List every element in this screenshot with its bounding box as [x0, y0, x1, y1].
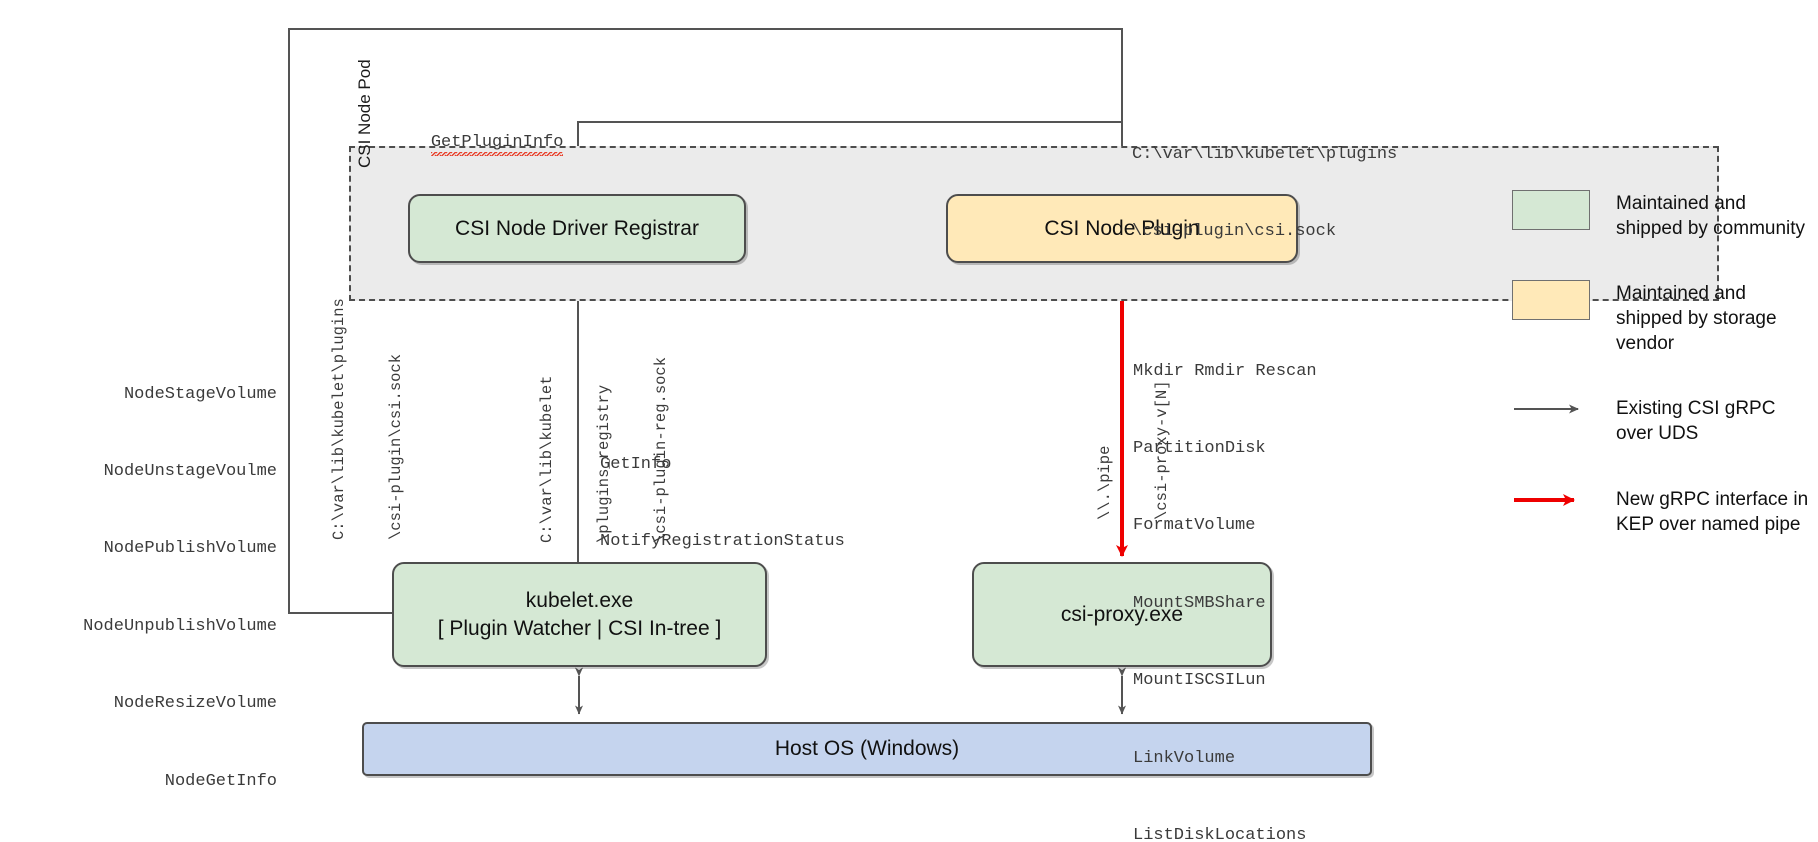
csi-node-driver-registrar-box[interactable]: CSI Node Driver Registrar	[408, 194, 746, 263]
legend: Maintained and shipped by community Main…	[1512, 190, 1812, 576]
get-plugin-info-label: GetPluginInfo	[390, 114, 564, 171]
rpc-item: NodeUnstageVoulme	[103, 461, 277, 481]
csi-sock-path-vertical: C:\var\lib\kubelet\plugins \csi-plugin\c…	[292, 298, 444, 540]
rpc-item: NodeResizeVolume	[113, 694, 277, 714]
registry-sock-path-vertical-line1: C:\var\lib\kubelet	[538, 375, 556, 543]
csi-sock-path-vertical-line2: \csi-plugin\csi.sock	[387, 353, 405, 540]
legend-swatch-vendor-icon	[1512, 280, 1590, 321]
legend-label-existing-grpc: Existing CSI gRPC over UDS	[1616, 398, 1776, 445]
registration-rpc-list: GetInfo NotifyRegistrationStatus	[600, 400, 845, 606]
csi-socket-path-top-line2: \csi-plugin\csi.sock	[1132, 221, 1337, 241]
host-os-label: Host OS (Windows)	[774, 737, 960, 761]
node-service-rpc-list: NodeStageVolume NodeUnstageVoulme NodePu…	[0, 330, 277, 842]
registration-rpc-item: GetInfo	[600, 454, 672, 474]
csi-proxy-rpc-item: ListDiskLocations	[1133, 825, 1307, 842]
legend-row-existing-grpc: Existing CSI gRPC over UDS	[1512, 395, 1812, 446]
csi-proxy-rpc-item: MountISCSILun	[1133, 671, 1266, 691]
csi-proxy-rpc-list: Mkdir Rmdir Rescan PartitionDisk FormatV…	[1133, 307, 1317, 842]
named-pipe-path-vertical-line1: \\.\pipe	[1096, 445, 1114, 520]
get-plugin-info-text: GetPluginInfo	[430, 133, 564, 156]
legend-row-new-grpc: New gRPC interface in KEP over named pip…	[1512, 486, 1812, 537]
legend-row-community: Maintained and shipped by community	[1512, 190, 1812, 241]
legend-row-vendor: Maintained and shipped by storage vendor	[1512, 280, 1812, 356]
csi-proxy-rpc-item: MountSMBShare	[1133, 593, 1266, 613]
kubelet-exe-box[interactable]: kubelet.exe [ Plugin Watcher | CSI In-tr…	[392, 562, 767, 667]
legend-swatch-community-icon	[1512, 190, 1590, 230]
csi-proxy-exe-label: csi-proxy.exe	[1060, 602, 1184, 626]
legend-label-community: Maintained and shipped by community	[1616, 193, 1806, 240]
legend-gray-arrow-icon	[1512, 395, 1590, 435]
csi-node-driver-registrar-label: CSI Node Driver Registrar	[455, 216, 699, 240]
registration-rpc-item: NotifyRegistrationStatus	[600, 531, 845, 551]
csi-proxy-rpc-item: LinkVolume	[1133, 748, 1236, 768]
csi-node-plugin-box[interactable]: CSI Node Plugin	[946, 194, 1298, 263]
legend-label-new-grpc: New gRPC interface in KEP over named pip…	[1616, 488, 1809, 535]
host-os-box[interactable]: Host OS (Windows)	[362, 722, 1372, 776]
kubelet-exe-subtitle: [ Plugin Watcher | CSI In-tree ]	[437, 616, 722, 640]
rpc-item: NodeUnpublishVolume	[83, 616, 277, 636]
rpc-item: NodePublishVolume	[103, 539, 277, 559]
csi-proxy-rpc-item: FormatVolume	[1133, 516, 1256, 536]
csi-node-pod-label: CSI Node Pod	[355, 59, 374, 168]
csi-proxy-rpc-item: PartitionDisk	[1133, 438, 1266, 458]
csi-socket-path-top: C:\var\lib\kubelet\plugins \csi-plugin\c…	[1132, 90, 1397, 296]
legend-red-arrow-icon	[1512, 486, 1590, 526]
kubelet-exe-title: kubelet.exe	[525, 588, 634, 612]
csi-node-plugin-label: CSI Node Plugin	[1044, 216, 1200, 240]
csi-sock-path-vertical-line1: C:\var\lib\kubelet\plugins	[330, 298, 348, 540]
csi-socket-path-top-line1: C:\var\lib\kubelet\plugins	[1132, 144, 1398, 164]
rpc-item: NodeStageVolume	[123, 384, 277, 404]
legend-label-vendor: Maintained and shipped by storage vendor	[1616, 283, 1777, 355]
csi-proxy-exe-box[interactable]: csi-proxy.exe	[972, 562, 1272, 667]
rpc-item: NodeGetInfo	[164, 771, 277, 791]
csi-proxy-rpc-item: Mkdir Rmdir Rescan	[1133, 361, 1317, 381]
